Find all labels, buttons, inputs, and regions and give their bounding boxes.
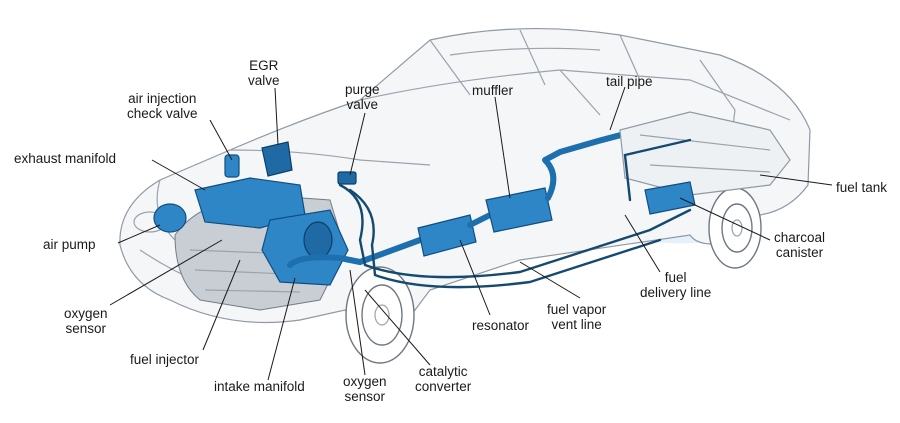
label-air-pump: air pump bbox=[43, 237, 96, 252]
label-exhaust-manifold: exhaust manifold bbox=[14, 151, 117, 166]
leader-lines bbox=[109, 86, 833, 381]
label-air-injection-check-valve: air injection check valve bbox=[127, 91, 198, 121]
front-wheel bbox=[345, 266, 415, 364]
label-fuel-injector: fuel injector bbox=[130, 352, 200, 367]
rear-wheel bbox=[708, 187, 762, 269]
fuel-lines bbox=[338, 138, 692, 289]
label-purge-valve: purge valve bbox=[345, 82, 380, 112]
label-muffler: muffler bbox=[472, 83, 514, 98]
exhaust-system bbox=[287, 117, 708, 268]
label-oxygen-sensor-bottom: oxygen sensor bbox=[343, 374, 387, 404]
label-intake-manifold: intake manifold bbox=[214, 379, 305, 394]
label-catalytic-converter: catalytic converter bbox=[415, 364, 472, 394]
label-egr-valve: EGR valve bbox=[248, 58, 280, 88]
label-charcoal-canister: charcoal canister bbox=[774, 230, 826, 260]
label-fuel-delivery-line: fuel delivery line bbox=[640, 270, 712, 300]
label-fuel-tank: fuel tank bbox=[836, 180, 888, 195]
fuel-tank bbox=[619, 111, 791, 196]
label-oxygen-sensor-left: oxygen sensor bbox=[64, 306, 108, 336]
engine-emission-parts bbox=[153, 141, 357, 286]
label-resonator: resonator bbox=[472, 318, 530, 333]
label-tail-pipe: tail pipe bbox=[606, 74, 653, 89]
label-fuel-vapor-vent-line: fuel vapor vent line bbox=[547, 302, 607, 332]
